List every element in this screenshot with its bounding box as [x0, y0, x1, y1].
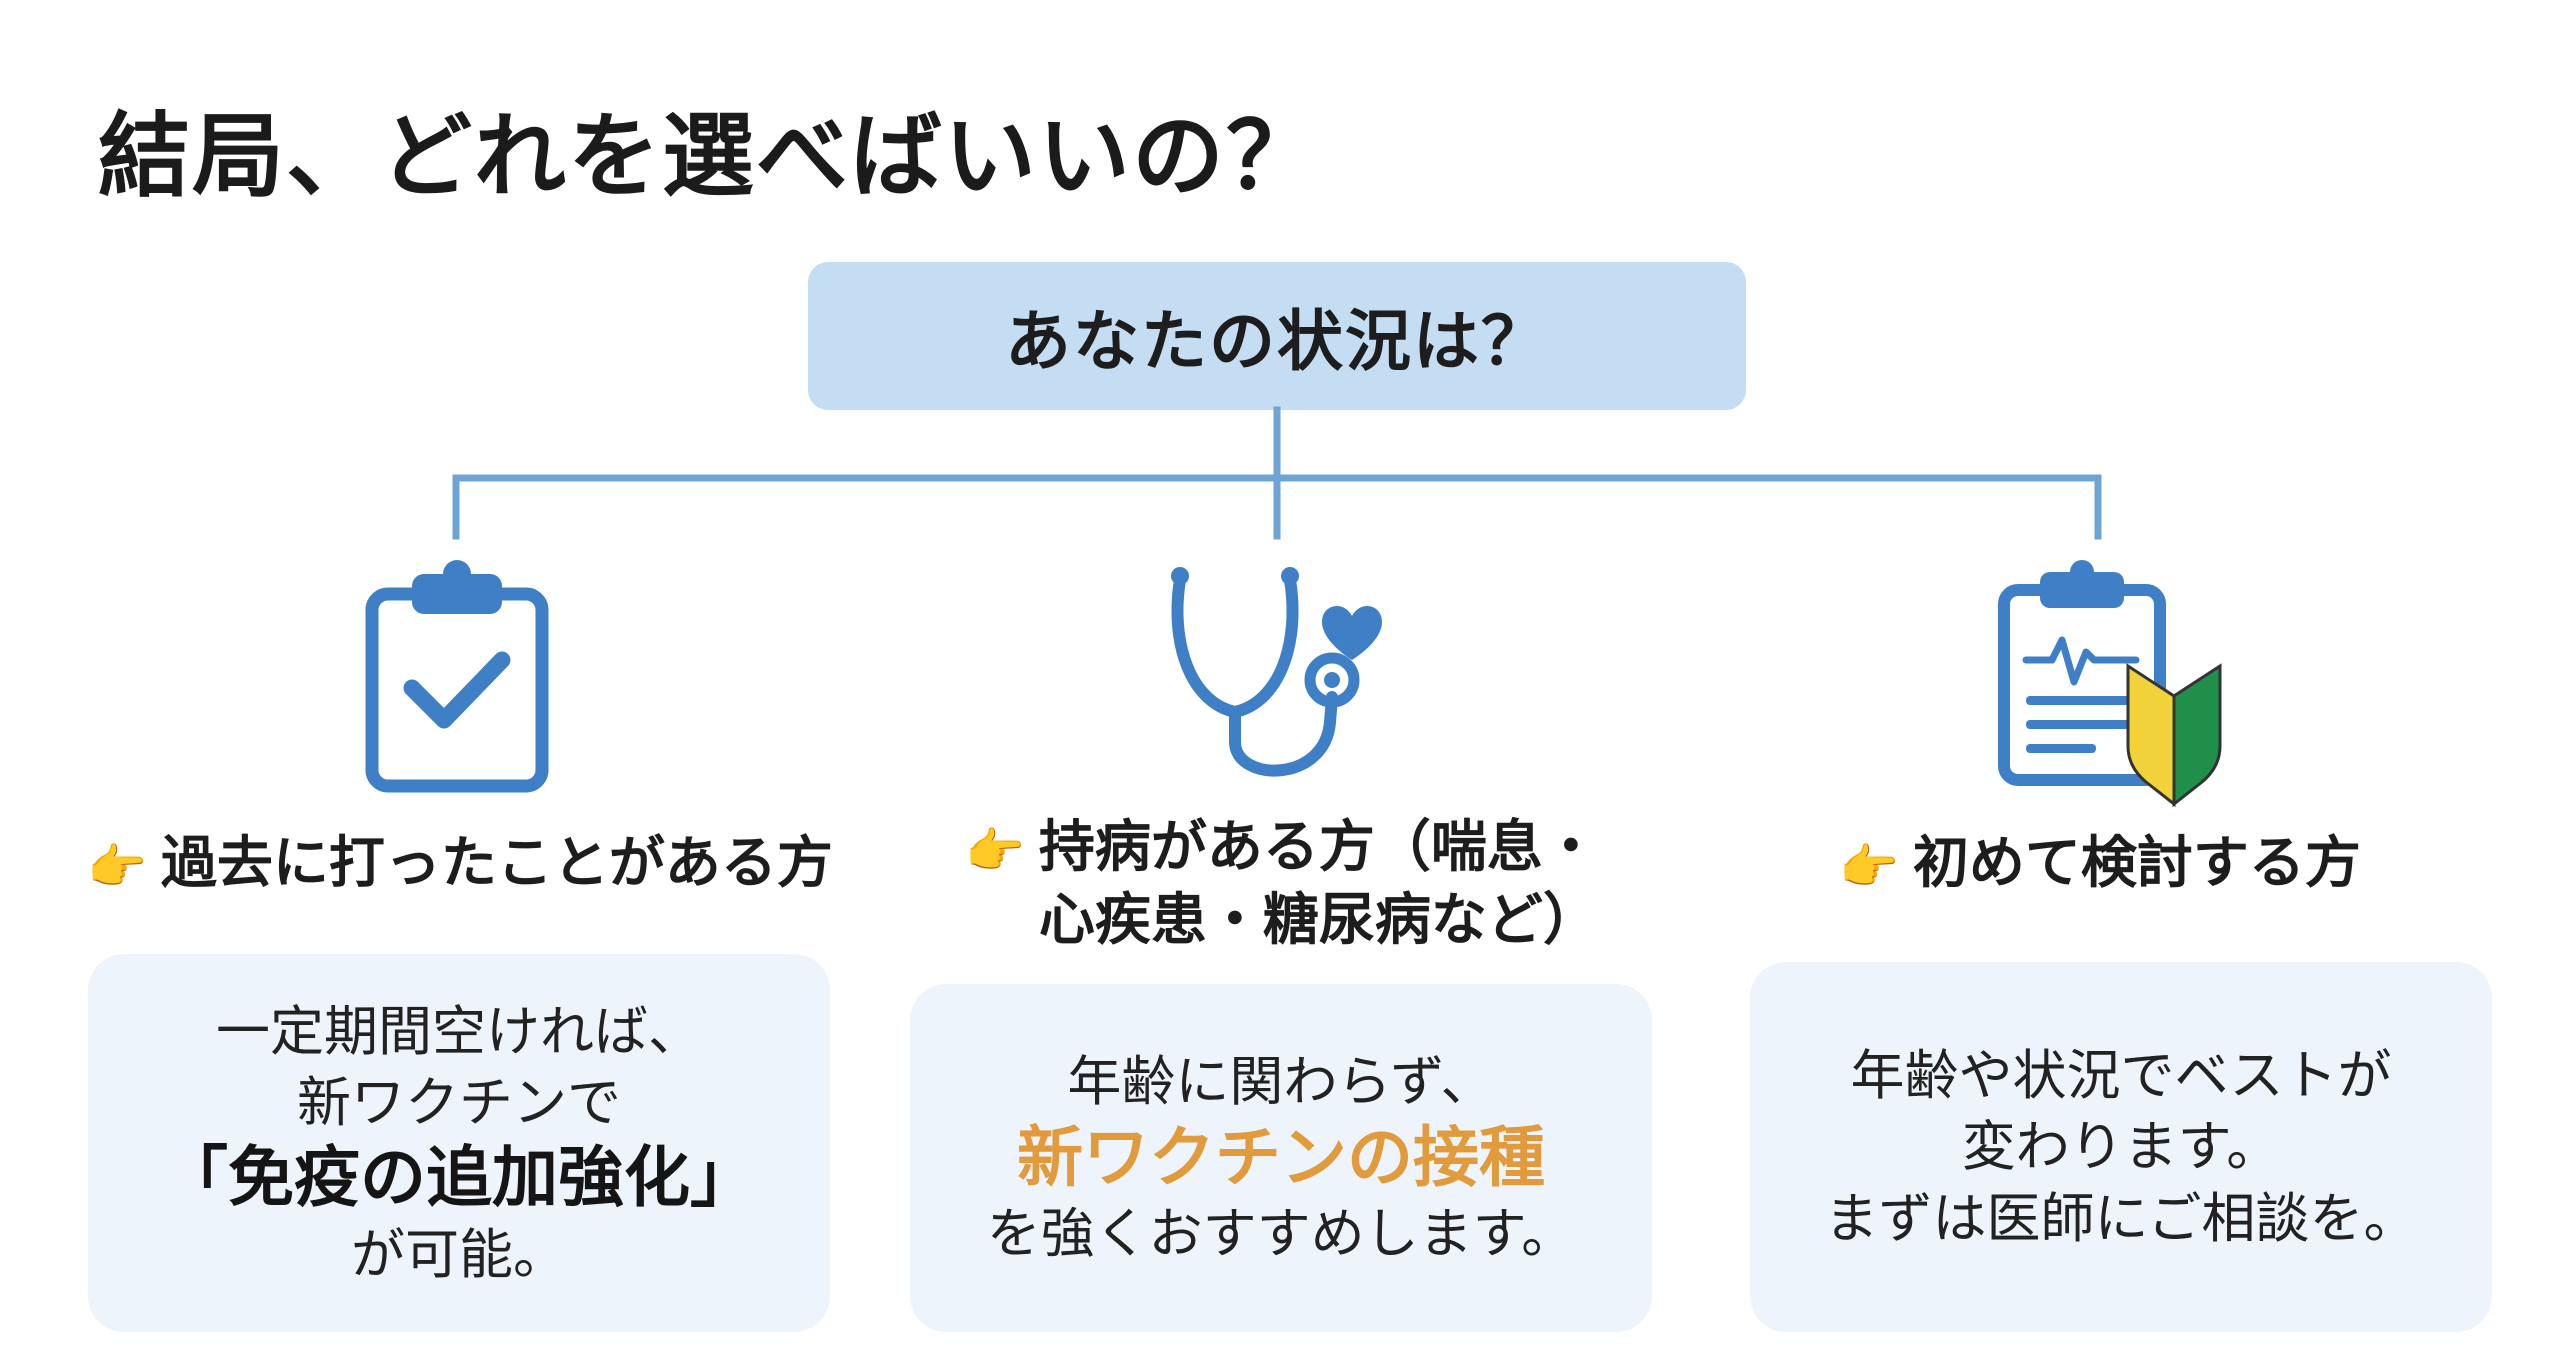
clipboard-beginner-mark-icon	[1998, 560, 2222, 808]
card-text-line: 年齢に関わらず、	[1067, 1050, 1495, 1114]
card-text-line: 変わります。	[1961, 1115, 2281, 1179]
branch-label-line: 初めて検討する方	[1912, 831, 2361, 896]
card-previously-vaccinated: 一定期間空ければ、 新ワクチンで 「免疫の追加強化」 が可能。	[88, 954, 830, 1332]
card-emphasis-line: 「免疫の追加強化」	[162, 1139, 756, 1217]
page-title: 結局、どれを選べばいいの？	[98, 103, 1321, 210]
clipboard-check-icon	[365, 560, 549, 793]
card-text-line: 年齢や状況でベストが	[1850, 1044, 2392, 1108]
card-text-line: 一定期間空ければ、	[216, 999, 702, 1063]
branch-label-line: 過去に打ったことがある方	[160, 831, 833, 896]
card-text-line: まずは医師にご相談を。	[1824, 1186, 2418, 1250]
card-text-line: が可能。	[351, 1222, 567, 1286]
card-accent-line: 新ワクチンの接種	[1017, 1118, 1545, 1196]
branch-label-chronic-illness: 👉 持病がある方（喘息・ 心疾患・糖尿病など）	[932, 812, 1632, 958]
root-question-label: あなたの状況は？	[1005, 303, 1549, 380]
pointing-hand-icon: 👉	[965, 823, 1025, 879]
branch-label-line: 心疾患・糖尿病など）	[1038, 887, 1599, 953]
branch-label-line: 持病がある方（喘息・	[1038, 815, 1599, 880]
card-chronic-illness: 年齢に関わらず、 新ワクチンの接種 を強くおすすめします。	[910, 984, 1652, 1332]
card-text-line: を強くおすすめします。	[986, 1202, 1576, 1266]
pointing-hand-icon: 👉	[1839, 839, 1899, 895]
branch-label-previously-vaccinated: 👉 過去に打ったことがある方	[80, 828, 840, 901]
card-first-time: 年齢や状況でベストが 変わります。 まずは医師にご相談を。	[1750, 962, 2492, 1332]
card-text-line: 新ワクチンで	[297, 1071, 621, 1135]
root-question-box: あなたの状況は？	[808, 262, 1746, 410]
branch-label-first-time: 👉 初めて検討する方	[1780, 828, 2420, 901]
stethoscope-heart-icon	[1171, 567, 1382, 777]
pointing-hand-icon: 👉	[87, 839, 147, 895]
